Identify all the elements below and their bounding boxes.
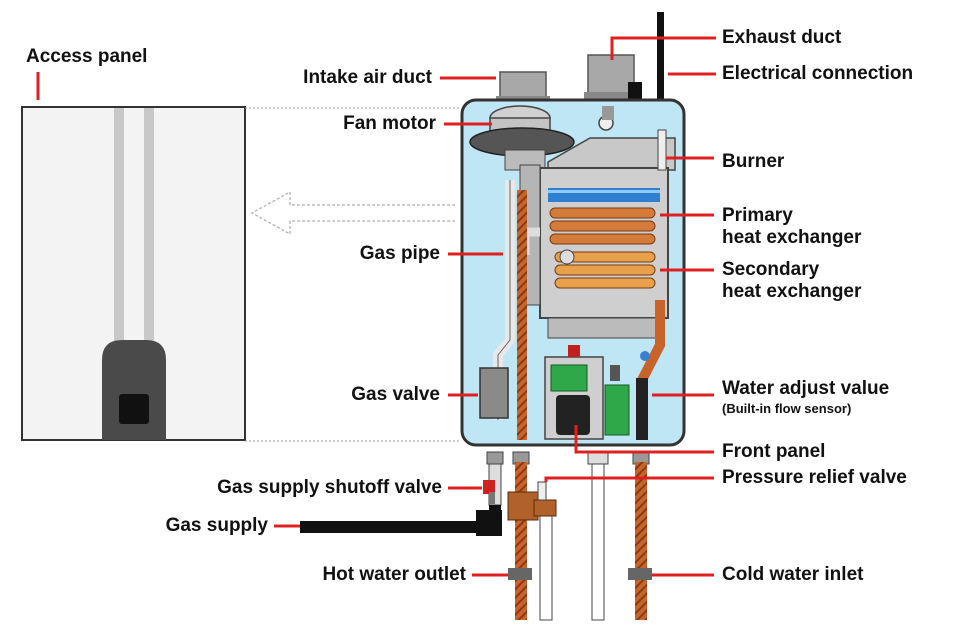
gas-supply-shutoff-valve [483, 480, 495, 504]
removal-arrow [250, 190, 455, 236]
label-front-panel: Front panel [722, 441, 826, 462]
label-primary-heat-exchanger-line1: Primary [722, 205, 793, 226]
gas-valve [479, 367, 509, 419]
hot-water-clamp [508, 568, 532, 580]
access-panel [21, 106, 460, 442]
label-burner: Burner [722, 151, 785, 172]
label-fan-motor: Fan motor [343, 113, 436, 134]
label-access-panel: Access panel [26, 46, 148, 67]
label-secondary-heat-exchanger-line1: Secondary [722, 259, 820, 280]
primary-heat-exchanger [549, 207, 656, 245]
pressure-relief-valve [507, 481, 557, 521]
water-adjust-valve [636, 378, 648, 440]
front-panel [544, 345, 630, 440]
label-exhaust-duct: Exhaust duct [722, 27, 842, 48]
label-pressure-relief-valve: Pressure relief valve [722, 467, 907, 488]
gas-supply-pipe [300, 505, 502, 536]
secondary-heat-exchanger [554, 249, 656, 289]
label-gas-pipe: Gas pipe [359, 243, 440, 264]
label-cold-water-inlet: Cold water inlet [722, 564, 864, 585]
electrical-cable [657, 12, 664, 100]
label-primary-heat-exchanger-line2: heat exchanger [722, 227, 862, 248]
label-gas-valve: Gas valve [351, 384, 440, 405]
label-electrical-connection: Electrical connection [722, 63, 914, 84]
fan-motor [469, 105, 575, 171]
label-gas-supply-shutoff-valve: Gas supply shutoff valve [217, 477, 442, 498]
label-gas-supply: Gas supply [165, 515, 268, 536]
label-water-adjust-value: Water adjust value [722, 378, 890, 399]
exhaust-duct [584, 54, 642, 102]
label-water-adjust-value-note: (Built-in flow sensor) [722, 401, 852, 416]
label-intake-air-duct: Intake air duct [303, 67, 432, 88]
label-hot-water-outlet: Hot water outlet [322, 564, 466, 585]
label-secondary-heat-exchanger-line2: heat exchanger [722, 281, 862, 302]
leader-lines [36, 36, 716, 577]
cold-water-clamp [628, 568, 652, 580]
